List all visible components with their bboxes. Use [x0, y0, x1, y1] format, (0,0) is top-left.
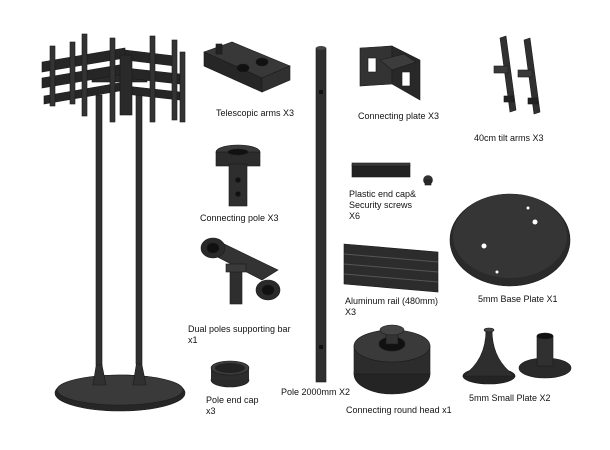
label-end-cap: Plastic end cap& Security screws X6 — [349, 189, 416, 222]
tilt-arms-part — [493, 35, 541, 115]
round-head-part — [353, 324, 431, 395]
label-dual-poles: Dual poles supporting bar x1 — [188, 324, 291, 346]
pole-end-cap-part — [210, 360, 250, 388]
label-end-cap-line1: Plastic end cap& — [349, 189, 417, 199]
label-end-cap-line3: X6 — [349, 211, 361, 221]
label-pole-end-cap-line2: x3 — [206, 406, 216, 416]
label-small-plate: 5mm Small Plate X2 — [469, 393, 551, 403]
label-base-plate: 5mm Base Plate X1 — [478, 294, 558, 304]
label-dual-poles-line1: Dual poles supporting bar — [188, 324, 291, 334]
label-tilt-arms: 40cm tilt arms X3 — [474, 133, 544, 143]
label-rail-line2: X3 — [345, 307, 357, 317]
base-plate-part — [449, 193, 571, 287]
label-rail-line1: Aluminum rail (480mm) — [345, 296, 439, 306]
small-plate-part — [462, 327, 572, 385]
dual-poles-bar-part — [200, 237, 281, 305]
pole-part — [315, 46, 327, 383]
label-rail: Aluminum rail (480mm) X3 — [345, 296, 438, 318]
label-pole-end-cap: Pole end cap x3 — [206, 395, 259, 417]
aluminum-rail-part — [343, 243, 439, 293]
telescopic-arm-part — [203, 41, 291, 93]
label-connecting-plate: Connecting plate X3 — [358, 111, 440, 121]
label-dual-poles-line2: x1 — [188, 335, 198, 345]
label-round-head: Connecting round head x1 — [346, 405, 452, 415]
label-pole: Pole 2000mm X2 — [281, 387, 351, 397]
assembled-stand — [41, 33, 186, 412]
connecting-plate-part — [359, 45, 421, 101]
label-telescopic-arms: Telescopic arms X3 — [216, 108, 295, 118]
end-cap-part — [351, 162, 433, 186]
label-end-cap-line2: Security screws — [349, 200, 413, 210]
connecting-pole-part — [215, 144, 261, 207]
label-connecting-pole: Connecting pole X3 — [200, 213, 279, 223]
label-pole-end-cap-line1: Pole end cap — [206, 395, 259, 405]
